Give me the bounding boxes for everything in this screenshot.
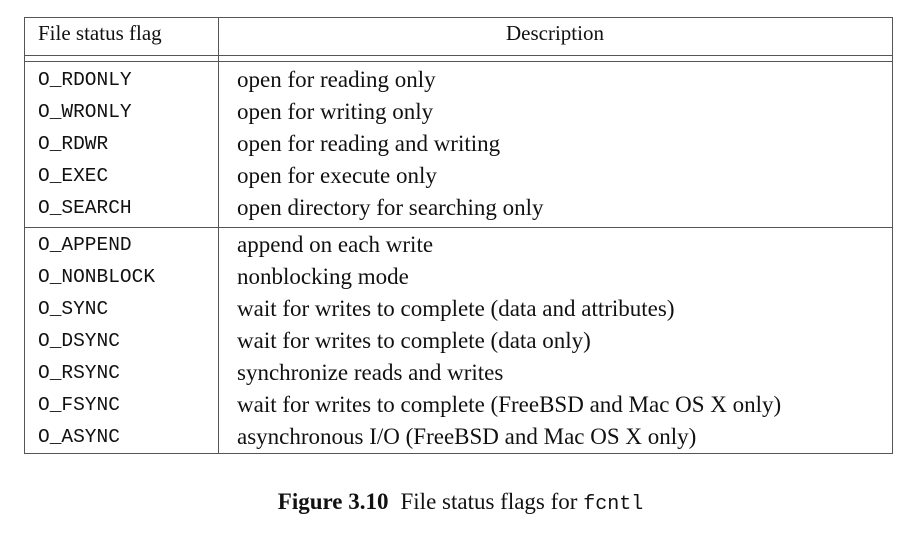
table-row: O_RDONLY open for reading only (25, 64, 892, 96)
description-cell: open for writing only (237, 99, 434, 124)
flag-cell: O_EXEC (38, 165, 109, 187)
flag-cell: O_RDWR (38, 133, 109, 155)
flag-cell: O_WRONLY (38, 101, 132, 123)
table-row: O_APPEND append on each write (25, 229, 892, 261)
caption-code: fcntl (583, 493, 644, 516)
flag-cell: O_RSYNC (38, 362, 120, 384)
flag-cell: O_SYNC (38, 298, 109, 320)
figure-caption: Figure 3.10 File status flags for fcntl (0, 489, 921, 516)
caption-text: File status flags for (400, 489, 584, 514)
header-flag: File status flag (38, 21, 162, 45)
description-cell: wait for writes to complete (FreeBSD and… (237, 392, 782, 417)
group-separator (25, 227, 892, 228)
flag-cell: O_NONBLOCK (38, 266, 156, 288)
flag-cell: O_FSYNC (38, 394, 120, 416)
description-cell: wait for writes to complete (data and at… (237, 296, 675, 321)
description-cell: wait for writes to complete (data only) (237, 328, 591, 353)
flag-cell: O_RDONLY (38, 69, 132, 91)
table-row: O_ASYNC asynchronous I/O (FreeBSD and Mac… (25, 421, 892, 453)
header-rule-1 (25, 55, 892, 56)
description-cell: nonblocking mode (237, 264, 409, 289)
table-row: O_DSYNC wait for writes to complete (data… (25, 325, 892, 357)
header-rule-2 (25, 61, 892, 62)
flag-cell: O_ASYNC (38, 426, 120, 448)
description-cell: open for execute only (237, 163, 437, 188)
description-cell: synchronize reads and writes (237, 360, 504, 385)
description-cell: open directory for searching only (237, 195, 544, 220)
table-row: O_EXEC open for execute only (25, 160, 892, 192)
table-row: O_NONBLOCK nonblocking mode (25, 261, 892, 293)
flag-cell: O_SEARCH (38, 197, 132, 219)
table-row: O_WRONLY open for writing only (25, 96, 892, 128)
flag-cell: O_APPEND (38, 234, 132, 256)
header-description: Description (506, 21, 604, 45)
table-row: O_SYNC wait for writes to complete (data … (25, 293, 892, 325)
table-row: O_RSYNC synchronize reads and writes (25, 357, 892, 389)
description-cell: append on each write (237, 232, 434, 257)
table-row: O_RDWR open for reading and writing (25, 128, 892, 160)
table-row: O_FSYNC wait for writes to complete (Free… (25, 389, 892, 421)
table-row: O_SEARCH open directory for searching onl… (25, 192, 892, 224)
column-divider (218, 18, 219, 453)
flag-cell: O_DSYNC (38, 330, 120, 352)
description-cell: asynchronous I/O (FreeBSD and Mac OS X o… (237, 424, 697, 449)
description-cell: open for reading only (237, 67, 436, 92)
description-cell: open for reading and writing (237, 131, 501, 156)
caption-label: Figure 3.10 (277, 489, 389, 514)
